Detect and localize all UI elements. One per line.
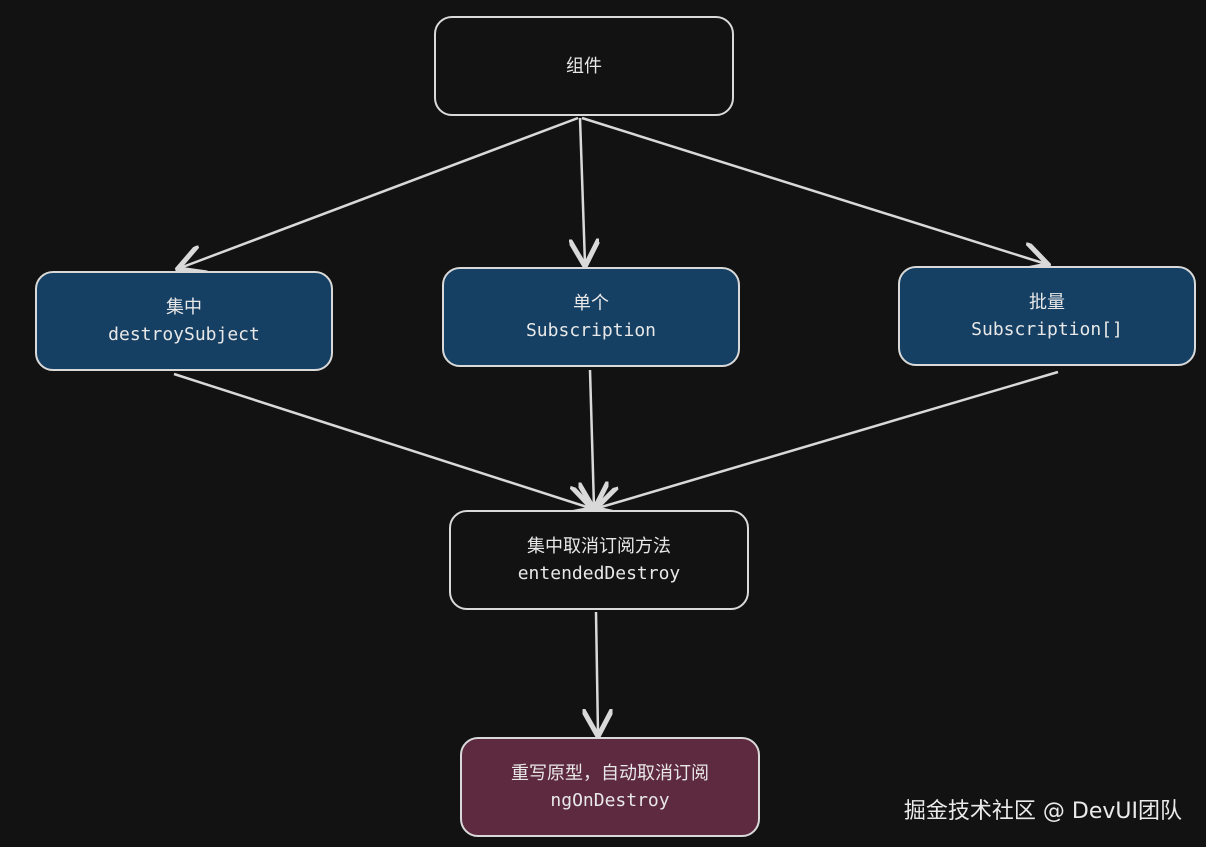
node-component-label: 组件	[566, 55, 602, 77]
node-override-prototype-code: ngOnDestroy	[550, 790, 670, 811]
node-batch-subscription-code: Subscription[]	[971, 319, 1123, 340]
edge-left-to-center	[173, 372, 590, 508]
edge-top-to-mid	[580, 117, 585, 264]
edge-center-to-bottom	[596, 611, 598, 734]
node-single-subscription-title: 单个	[573, 293, 609, 314]
node-destroy-subject-title: 集中	[166, 297, 202, 318]
node-centralized-unsubscribe-code: entendedDestroy	[517, 563, 681, 584]
node-destroy-subject-code: destroySubject	[108, 324, 260, 345]
node-centralized-unsubscribe: 集中取消订阅方法 entendedDestroy	[449, 510, 749, 610]
node-batch-subscription: 批量 Subscription[]	[898, 266, 1196, 366]
node-single-subscription: 单个 Subscription	[442, 267, 740, 367]
node-destroy-subject: 集中 destroySubject	[35, 271, 333, 371]
node-batch-subscription-title: 批量	[1029, 292, 1065, 313]
edge-top-to-right	[581, 116, 1046, 264]
node-component: 组件	[434, 16, 734, 116]
watermark-text: 掘金技术社区 @ DevUI团队	[903, 799, 1182, 824]
node-single-subscription-code: Subscription	[525, 320, 657, 341]
edge-right-to-center	[598, 370, 1059, 508]
node-override-prototype-title: 重写原型，自动取消订阅	[511, 763, 709, 784]
node-centralized-unsubscribe-title: 集中取消订阅方法	[527, 536, 671, 557]
edge-top-to-left	[180, 116, 579, 268]
edge-mid-to-center	[590, 369, 594, 507]
node-override-prototype: 重写原型，自动取消订阅 ngOnDestroy	[460, 737, 760, 837]
